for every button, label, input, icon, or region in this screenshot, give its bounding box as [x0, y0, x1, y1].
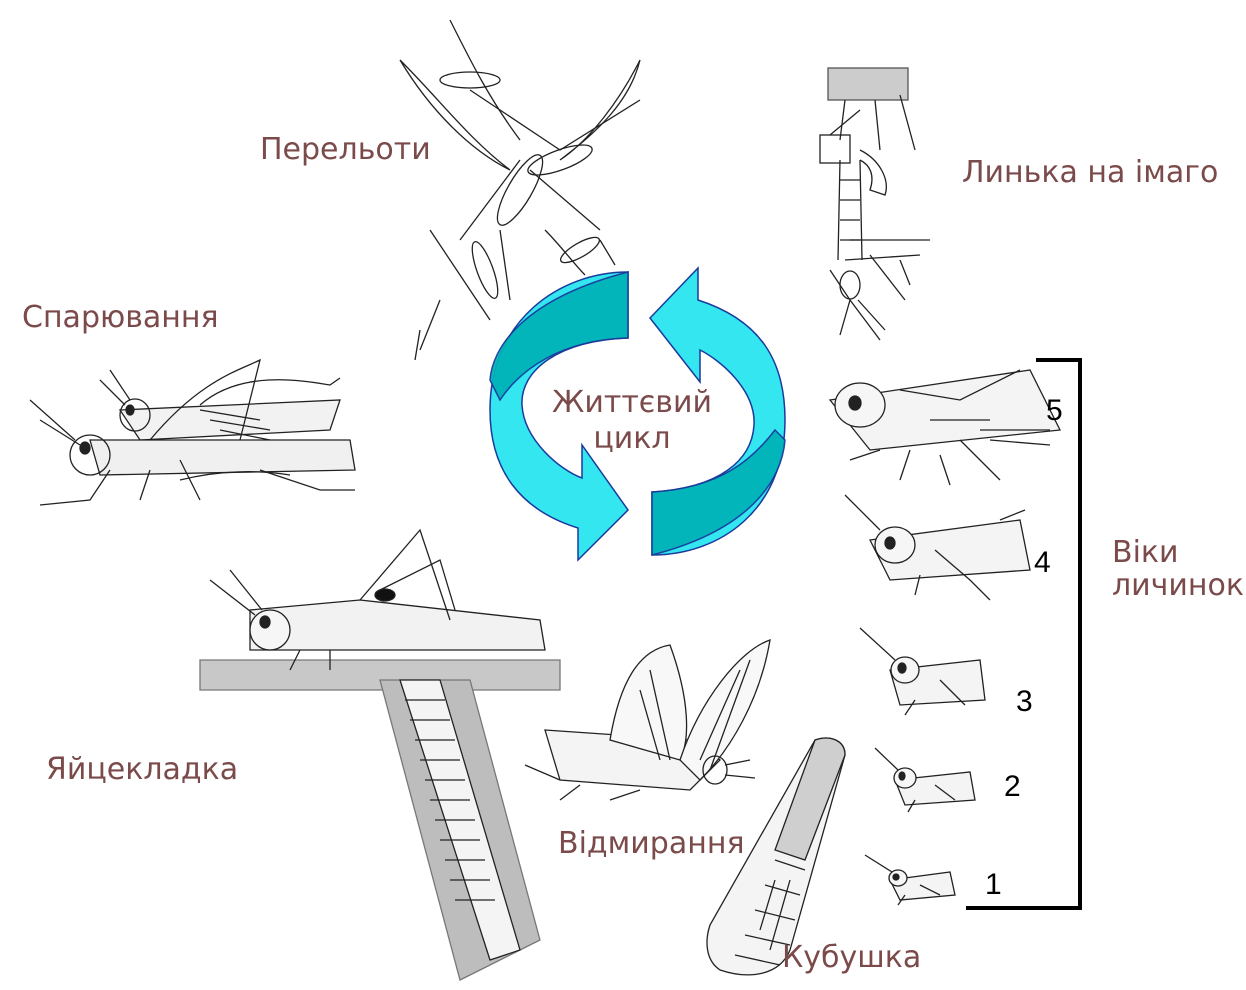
instar-number-4: 4: [1034, 546, 1051, 580]
label-dying: Відмирання: [558, 826, 745, 861]
cycle-center-label: Життєвий цикл: [532, 385, 732, 457]
label-flights: Перельоти: [260, 132, 431, 167]
nymph-instar-5-drawing: [830, 370, 1060, 485]
label-larval-instars-line1: Віки: [1112, 535, 1179, 570]
instar-number-3: 3: [1016, 685, 1033, 719]
cycle-center-line2: цикл: [532, 421, 732, 457]
instar-number-2: 2: [1004, 770, 1021, 804]
label-mating: Спарювання: [22, 300, 219, 335]
instar-number-1: 1: [985, 868, 1002, 902]
egg-laying-locust-drawing: [200, 530, 560, 980]
instar-number-5: 5: [1046, 394, 1063, 428]
dying-locust-drawing: [525, 640, 770, 800]
cycle-center-line1: Життєвий: [532, 385, 732, 421]
label-egg-laying: Яйцекладка: [46, 752, 238, 787]
label-molt-to-imago: Линька на імаго: [962, 155, 1218, 190]
nymph-instar-4-drawing: [845, 495, 1030, 600]
label-larval-instars-line2: личинок: [1112, 568, 1244, 603]
nymph-instar-2-drawing: [875, 748, 975, 812]
molting-locust-drawing: [820, 68, 930, 340]
nymph-instar-1-drawing: [865, 855, 955, 905]
label-egg-pod: Кубушка: [782, 940, 921, 975]
mating-locusts-drawing: [30, 360, 355, 505]
nymph-instar-3-drawing: [860, 628, 985, 715]
